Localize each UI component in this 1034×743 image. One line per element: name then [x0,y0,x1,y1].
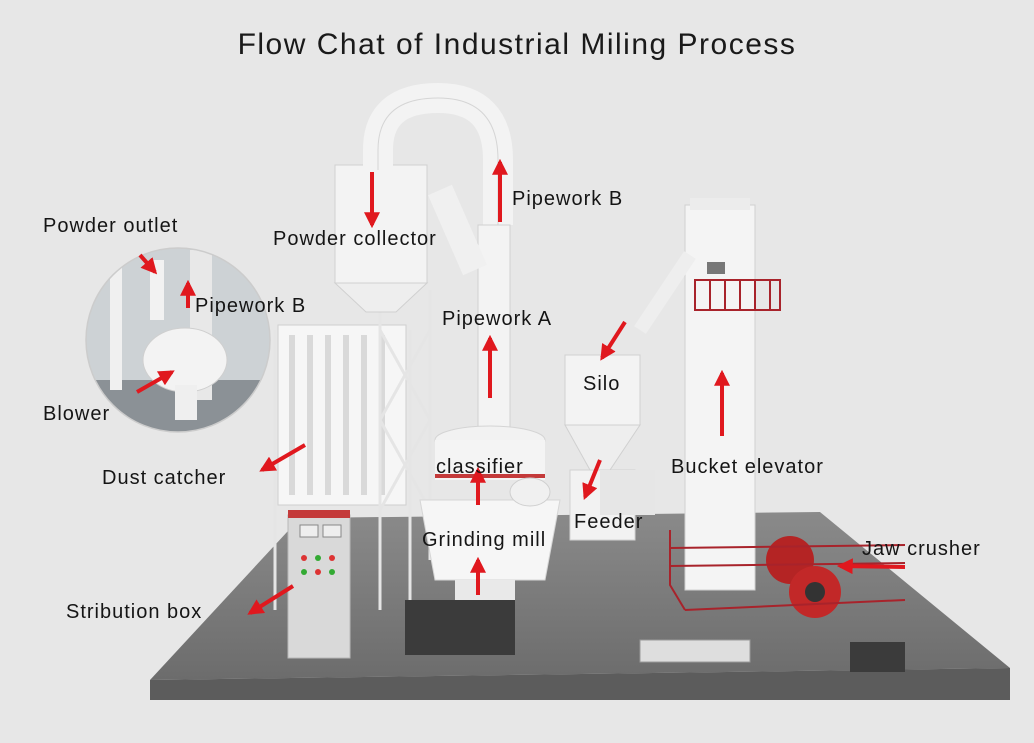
flow-arrows [136,158,906,615]
label-grinding-mill: Grinding mill [422,529,547,551]
powder-collector [333,82,513,313]
label-powder-collector: Powder collector [273,228,437,250]
distribution-box [287,510,351,659]
label-jaw-crusher: Jaw crusher [862,538,981,560]
blower-inset [85,247,271,433]
label-feeder: Feeder [574,511,644,533]
label-plate [850,642,905,672]
label-bucket-elevator: Bucket elevator [671,456,824,478]
label-dust-catcher: Dust catcher [102,467,227,489]
label-blower: Blower [43,403,111,425]
label-pipework-b-inset: Pipework B [195,295,307,317]
arrow-feeder [582,459,602,500]
jaw-crusher [669,530,906,618]
grinding-mill [405,425,561,655]
silo-feeder [564,354,655,541]
arrow-blower [136,370,175,394]
label-silo: Silo [583,373,621,395]
label-pipework-a: Pipework A [442,308,553,330]
label-pipework-b: Pipework B [512,188,624,210]
label-powder-outlet: Powder outlet [43,215,179,237]
label-distribution-box: Stribution box [66,601,203,623]
name-plate [639,639,751,663]
arrow-dust-catcher [259,443,307,472]
page-title: Flow Chat of Industrial Miling Process [237,28,797,61]
arrow-jaw-crusher [836,558,906,575]
arrow-distribution-box [247,584,295,615]
arrow-silo [600,320,627,361]
pipework [428,184,511,441]
label-classifier: classifier [436,456,524,478]
arrow-powder-outlet [138,253,158,275]
